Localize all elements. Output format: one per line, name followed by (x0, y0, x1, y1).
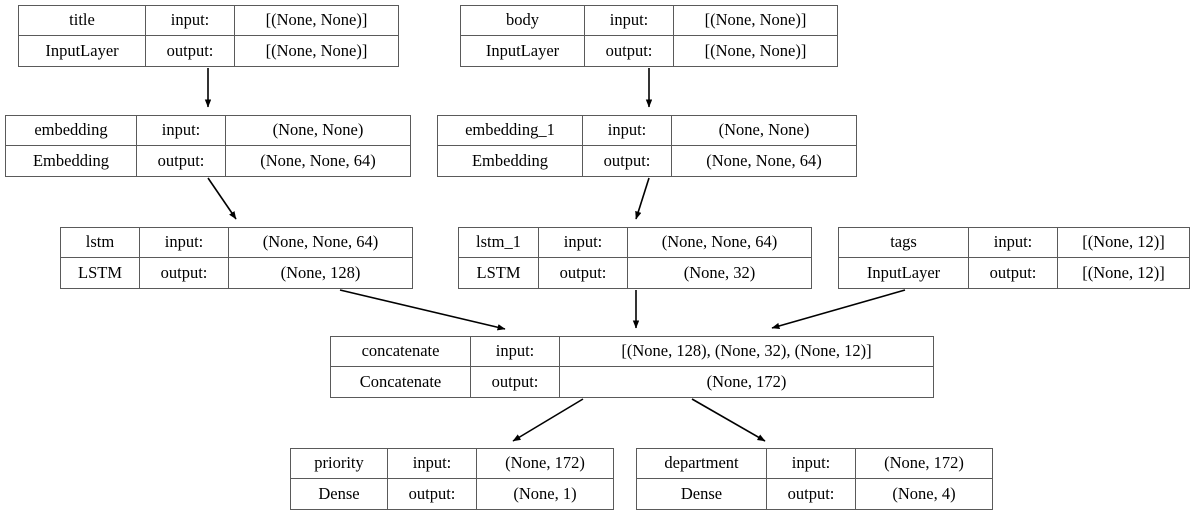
node-output-label: Concatenate (331, 367, 471, 397)
node-output-label: LSTM (61, 258, 140, 288)
node-output-shape: (None, None, 64) (260, 150, 376, 170)
edge-embedding-to-lstm (207, 177, 237, 220)
node-input-shape: (None, None) (272, 120, 364, 140)
node-output-shape: (None, None, 64) (706, 150, 822, 170)
node-output-shape: [(None, 12)] (1082, 262, 1165, 282)
node-io-output-label: output: (471, 367, 560, 397)
node-output-label: LSTM (459, 258, 539, 288)
edge-lstm-to-concatenate (339, 289, 506, 331)
node-input-label: concatenate (331, 337, 471, 366)
node-io-output-label: output: (140, 258, 229, 288)
node-input-label: lstm (61, 228, 140, 257)
node-io-input-label: input: (388, 449, 477, 478)
edge-concatenate-to-department (691, 398, 766, 442)
node-io-input-label: input: (146, 6, 235, 35)
node-input-label: tags (839, 228, 969, 257)
edge-embedding_1-to-lstm_1 (635, 177, 650, 220)
node-input-shape: (None, None, 64) (661, 232, 778, 252)
node-input-shape: (None, None, 64) (262, 232, 379, 252)
node-output-label: Dense (637, 479, 767, 509)
node-io-output-label: output: (583, 146, 672, 176)
node-output-shape: (None, 32) (683, 262, 756, 282)
node-output-label: InputLayer (19, 36, 146, 66)
node-input-label: priority (291, 449, 388, 478)
node-output-label: Embedding (438, 146, 583, 176)
node-output-shape: (None, 128) (280, 262, 361, 282)
node-io-output-label: output: (388, 479, 477, 509)
node-input-shape: (None, None) (718, 120, 810, 140)
node-output-label: InputLayer (461, 36, 585, 66)
node-output-shape: [(None, None)] (704, 40, 807, 60)
node-input-label: lstm_1 (459, 228, 539, 257)
node-io-output-label: output: (767, 479, 856, 509)
node-input-shape: (None, 172) (884, 453, 964, 473)
node-input-shape: [(None, None)] (265, 10, 368, 30)
node-io-input-label: input: (585, 6, 674, 35)
node-input-shape: (None, 172) (505, 453, 585, 473)
node-io-input-label: input: (471, 337, 560, 366)
node-input-shape: [(None, None)] (704, 10, 807, 30)
node-input-label: embedding (6, 116, 137, 145)
node-output-shape: (None, 1) (513, 483, 577, 503)
node-io-input-label: input: (140, 228, 229, 257)
node-io-output-label: output: (146, 36, 235, 66)
edge-concatenate-to-priority (512, 398, 584, 442)
node-output-shape: (None, 172) (706, 371, 787, 391)
node-input-shape: [(None, 128), (None, 32), (None, 12)] (621, 341, 872, 361)
node-io-input-label: input: (969, 228, 1058, 257)
node-input-shape: [(None, 12)] (1082, 232, 1165, 252)
node-io-input-label: input: (137, 116, 226, 145)
node-io-input-label: input: (583, 116, 672, 145)
node-io-output-label: output: (585, 36, 674, 66)
node-input-label: title (19, 6, 146, 35)
node-io-output-label: output: (969, 258, 1058, 288)
node-io-output-label: output: (137, 146, 226, 176)
node-output-label: InputLayer (839, 258, 969, 288)
node-io-output-label: output: (539, 258, 628, 288)
node-output-shape: [(None, None)] (265, 40, 368, 60)
node-input-label: body (461, 6, 585, 35)
node-output-label: Embedding (6, 146, 137, 176)
node-output-shape: (None, 4) (892, 483, 956, 503)
node-input-label: department (637, 449, 767, 478)
node-io-input-label: input: (767, 449, 856, 478)
node-output-label: Dense (291, 479, 388, 509)
node-io-input-label: input: (539, 228, 628, 257)
edge-tags-to-concatenate (771, 289, 906, 330)
node-input-label: embedding_1 (438, 116, 583, 145)
